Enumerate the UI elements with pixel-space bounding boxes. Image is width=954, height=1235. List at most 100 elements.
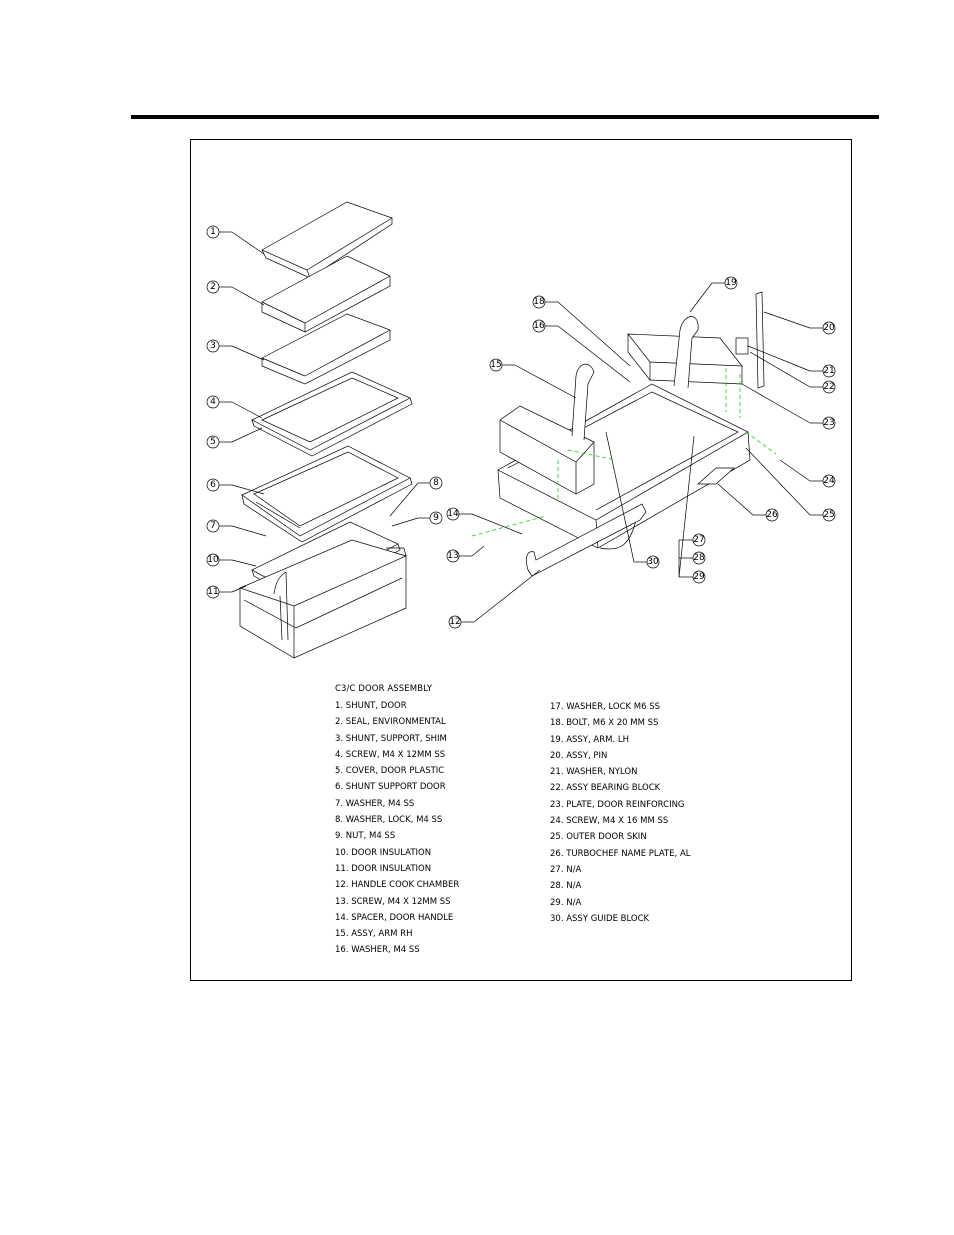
callout-21 xyxy=(747,345,836,378)
part-handle-cook-chamber xyxy=(526,503,647,577)
callout-18 xyxy=(532,295,631,367)
callout-19 xyxy=(689,276,738,313)
callout-label: 6 xyxy=(210,480,216,490)
part-shunt-support-door xyxy=(241,445,413,543)
part-door-insulation-11 xyxy=(239,539,408,659)
parts-list-item: 19. ASSY, ARM. LH xyxy=(550,734,630,745)
callout-3 xyxy=(206,339,265,361)
drawing-frame xyxy=(190,139,852,981)
callout-label: 24 xyxy=(823,476,835,486)
callout-label: 10 xyxy=(207,555,219,565)
callout-label: 2 xyxy=(210,282,216,292)
callout-24 xyxy=(779,459,836,488)
parts-list-item: 10. DOOR INSULATION xyxy=(335,847,432,858)
callout-labels: 1 2 3 4 5 6 7 8 9 10 11 12 13 14 15 16 1… xyxy=(207,227,835,627)
parts-list-left: 1. SHUNT, DOOR 2. SEAL, ENVIRONMENTAL 3.… xyxy=(335,701,459,962)
callout-label: 9 xyxy=(433,513,439,523)
parts-list-item: 21. WASHER, NYLON xyxy=(550,767,638,778)
callout-30 xyxy=(605,431,660,569)
callout-label: 28 xyxy=(693,553,705,563)
parts-list-item: 1. SHUNT, DOOR xyxy=(335,701,407,711)
part-turbochef-name-plate xyxy=(697,467,735,485)
parts-list-item: 26. TURBOCHEF NAME PLATE, AL xyxy=(550,848,691,859)
callout-26 xyxy=(717,483,779,522)
callout-label: 18 xyxy=(533,297,545,307)
callout-16 xyxy=(532,319,631,383)
part-arm-rh-plate xyxy=(499,405,595,495)
parts-list-item: 12. HANDLE COOK CHAMBER xyxy=(335,880,460,891)
callout-23 xyxy=(741,383,836,430)
parts-list-item: 22. ASSY BEARING BLOCK xyxy=(550,783,661,794)
parts-list-item: 2. SEAL, ENVIRONMENTAL xyxy=(335,717,446,728)
parts-list-item: 23. PLATE, DOOR REINFORCING xyxy=(550,799,685,810)
callout-10 xyxy=(206,553,257,567)
parts-list-item: 14. SPACER, DOOR HANDLE xyxy=(335,912,454,923)
callout-27-28-29 xyxy=(678,435,706,584)
callout-7 xyxy=(206,519,267,537)
callout-label: 14 xyxy=(447,509,459,519)
callout-label: 11 xyxy=(207,587,218,597)
callout-label: 1 xyxy=(210,227,216,237)
callout-15 xyxy=(489,358,577,399)
callout-label: 15 xyxy=(490,360,501,370)
parts-list-item: 9. NUT, M4 SS xyxy=(335,831,396,842)
parts-list-item: 18. BOLT, M6 X 20 MM SS xyxy=(550,718,659,729)
parts-list-item: 11. DOOR INSULATION xyxy=(335,863,432,874)
parts-list-right: 17. WASHER, LOCK M6 SS 18. BOLT, M6 X 20… xyxy=(550,702,691,930)
parts-list-item: 27. N/A xyxy=(550,864,582,875)
parts-list-item: 3. SHUNT, SUPPORT, SHIM xyxy=(335,733,447,744)
callout-13 xyxy=(446,545,485,563)
parts-list-item: 17. WASHER, LOCK M6 SS xyxy=(550,702,661,712)
parts-list-item: 24. SCREW, M4 X 16 MM SS xyxy=(550,816,669,827)
part-arm-rh xyxy=(571,363,595,441)
part-seal-environmental xyxy=(261,255,391,333)
part-arm-lh xyxy=(673,316,699,389)
parts-list-item: 16. WASHER, M4 SS xyxy=(335,945,420,956)
callout-11 xyxy=(206,585,247,599)
part-assy-bearing-block xyxy=(735,337,749,355)
parts-list-item: 13. SCREW, M4 X 12MM SS xyxy=(335,896,451,907)
callout-25 xyxy=(745,447,836,522)
callout-label: 20 xyxy=(823,323,835,333)
parts-list-item: 4. SCREW, M4 X 12MM SS xyxy=(335,749,446,760)
part-cover-door-plastic xyxy=(251,371,413,457)
parts-list-item: 29. N/A xyxy=(550,897,582,908)
parts-list-item: 6. SHUNT SUPPORT DOOR xyxy=(335,782,446,793)
parts-list-item: 15. ASSY, ARM RH xyxy=(335,929,413,940)
callout-label: 13 xyxy=(447,551,458,561)
callout-label: 16 xyxy=(533,321,545,331)
callout-20 xyxy=(763,311,836,335)
callout-label: 7 xyxy=(210,521,216,531)
callout-22 xyxy=(749,351,836,394)
parts-list-item: 28. N/A xyxy=(550,881,582,892)
callout-label: 26 xyxy=(766,510,778,520)
callout-label: 3 xyxy=(210,341,216,351)
callout-label: 23 xyxy=(823,418,834,428)
callout-label: 21 xyxy=(823,366,834,376)
callout-4 xyxy=(206,395,263,419)
callout-6 xyxy=(206,478,265,495)
part-shunt-support-shim xyxy=(261,313,391,385)
callout-14 xyxy=(446,507,523,535)
parts-list-title: C3/C DOOR ASSEMBLY xyxy=(335,684,433,694)
callout-8 xyxy=(389,476,443,517)
callout-label: 30 xyxy=(647,557,659,567)
callout-5 xyxy=(206,427,263,449)
alignment-guides xyxy=(471,368,777,537)
header-rule xyxy=(131,115,879,119)
parts-list-item: 5. COVER, DOOR PLASTIC xyxy=(335,766,445,777)
callout-label: 12 xyxy=(449,617,460,627)
parts-list-item: 7. WASHER, M4 SS xyxy=(335,798,415,809)
callout-label: 22 xyxy=(823,382,834,392)
callout-12 xyxy=(448,569,541,629)
parts-list-item: 8. WASHER, LOCK, M4 SS xyxy=(335,815,443,826)
callout-label: 8 xyxy=(433,478,439,488)
callout-label: 4 xyxy=(210,397,216,407)
callout-1 xyxy=(206,225,265,255)
parts-list-item: 20. ASSY, PIN xyxy=(550,750,608,761)
part-assy-pin xyxy=(755,291,765,389)
callout-label: 25 xyxy=(823,510,834,520)
callout-2 xyxy=(206,280,265,306)
callout-label: 19 xyxy=(725,278,737,288)
